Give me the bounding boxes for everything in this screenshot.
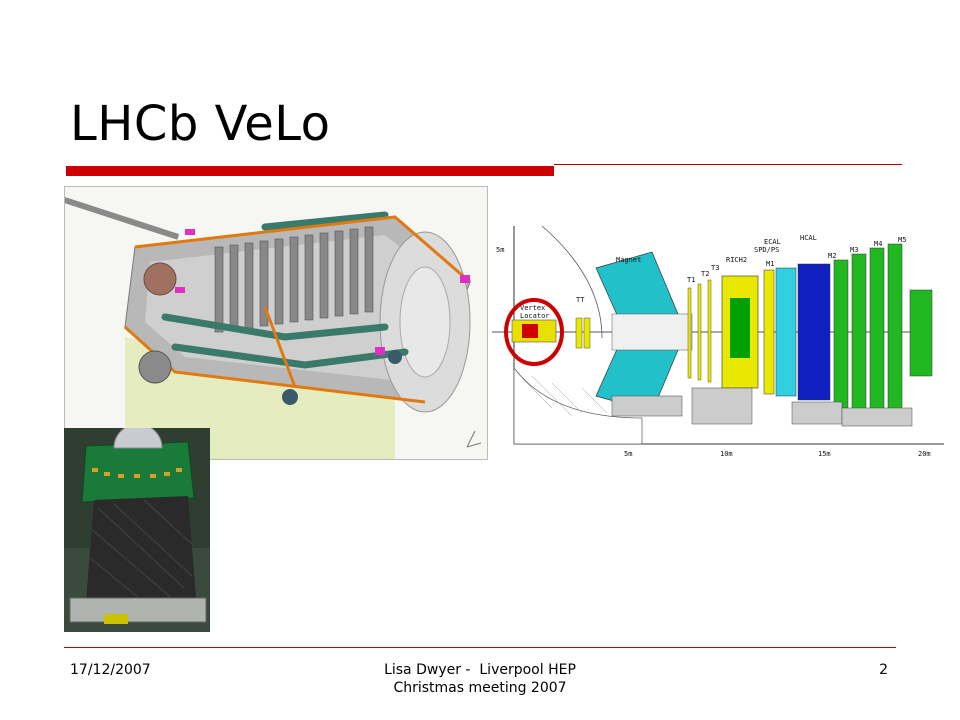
footer-date: 17/12/2007	[70, 662, 151, 678]
label-x-10m: 10m	[720, 450, 733, 458]
footer-line2: Christmas meeting 2007	[393, 680, 567, 696]
label-m3: M3	[850, 246, 858, 254]
label-m2: M2	[828, 252, 836, 260]
velo-cad-image	[64, 186, 488, 460]
label-hcal: HCAL	[800, 234, 817, 242]
label-magnet: Magnet	[616, 256, 641, 264]
label-x-5m: 5m	[624, 450, 632, 458]
label-m1: M1	[766, 260, 774, 268]
velo-sensor-photo	[64, 428, 210, 632]
label-t1: T1	[687, 276, 695, 284]
lhcb-detector-layout-image: 5m Vertex Locator TT Magnet T1 T2 T3 RIC…	[492, 218, 944, 462]
label-x-15m: 15m	[818, 450, 831, 458]
footer-line1: Lisa Dwyer - Liverpool HEP	[384, 662, 576, 678]
title-underline-thick	[66, 166, 554, 176]
footer-divider	[64, 647, 896, 648]
label-m4: M4	[874, 240, 882, 248]
label-m5: M5	[898, 236, 906, 244]
label-t2: T2	[701, 270, 709, 278]
label-rich2: RICH2	[726, 256, 747, 264]
label-tt: TT	[576, 296, 585, 304]
footer-presenter: Lisa Dwyer - Liverpool HEP Christmas mee…	[300, 661, 660, 697]
label-x-20m: 20m	[918, 450, 931, 458]
label-y-5m: 5m	[496, 246, 504, 254]
label-vertex: Vertex	[520, 304, 545, 312]
footer-page-number: 2	[879, 662, 888, 678]
title-underline-thin	[554, 164, 902, 165]
label-ecal: ECAL	[764, 238, 781, 246]
label-t3: T3	[711, 264, 719, 272]
label-locator: Locator	[520, 312, 550, 320]
slide-title: LHCb VeLo	[70, 96, 331, 152]
label-spd-ps: SPD/PS	[754, 246, 779, 254]
